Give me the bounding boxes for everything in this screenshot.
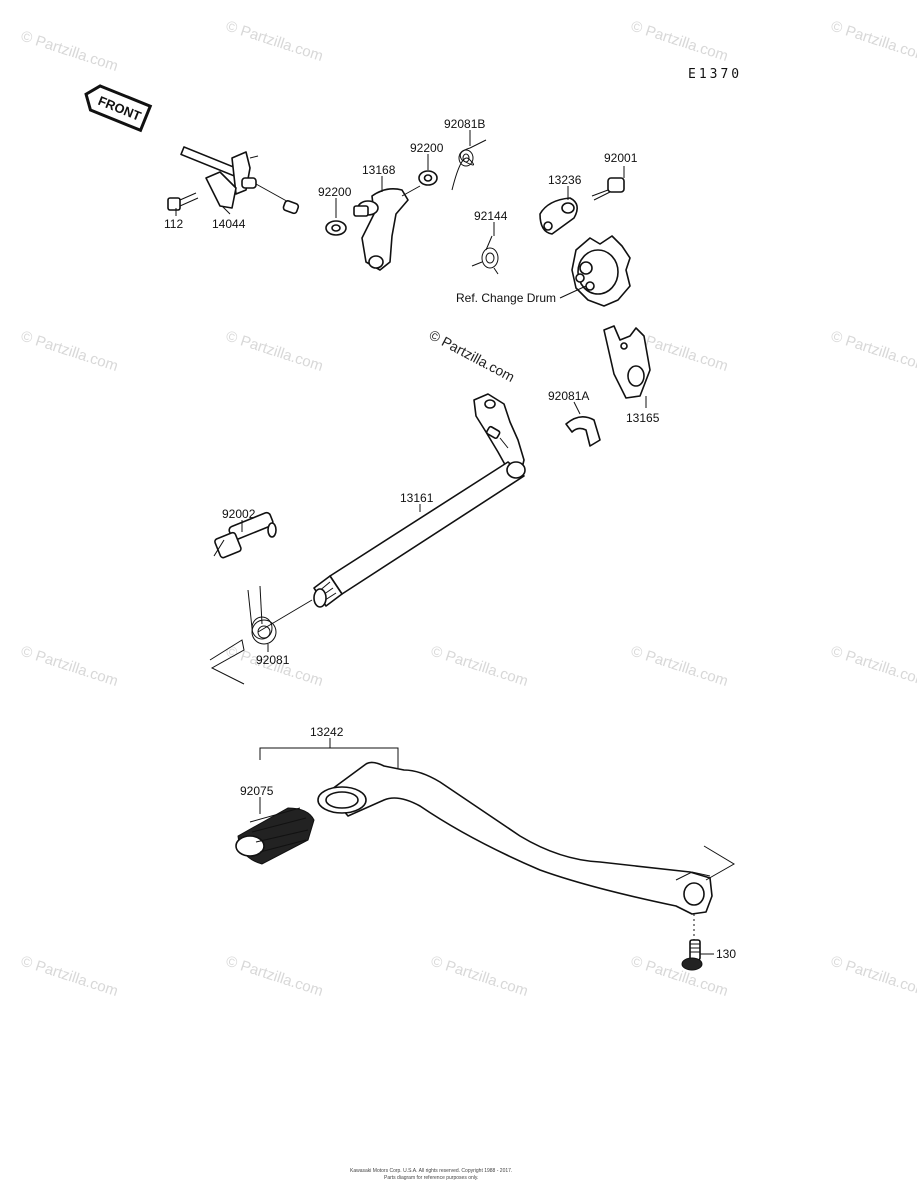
part-92001-bolt	[591, 177, 625, 201]
part-13236-plate	[539, 197, 578, 235]
front-arrow: FRONT	[84, 84, 153, 133]
callout-92200-right: 92200	[410, 141, 444, 155]
watermark: © Partzilla.com	[629, 643, 730, 690]
callout-92075: 92075	[240, 784, 274, 798]
part-13242-shift-pedal	[317, 761, 735, 915]
watermark: © Partzilla.com	[829, 643, 917, 690]
callout-labels: 112 14044 92200 13168 92200 92081B 92001…	[164, 117, 736, 961]
footer-note: Parts diagram for reference purposes onl…	[384, 1175, 478, 1181]
callout-92200-left: 92200	[318, 185, 352, 199]
watermark: © Partzilla.com	[629, 953, 730, 1000]
part-130-bolt	[681, 914, 703, 971]
callout-14044: 14044	[212, 217, 246, 231]
part-92081-spring	[209, 585, 277, 685]
watermark: © Partzilla.com	[429, 643, 530, 690]
part-13161-shift-shaft	[257, 393, 526, 633]
part-92200-washer-left	[325, 220, 347, 236]
callout-ref-change-drum: Ref. Change Drum	[456, 291, 556, 305]
watermark: © Partzilla.com	[19, 643, 120, 690]
watermark-center: © Partzilla.com	[427, 327, 518, 385]
callout-92002: 92002	[222, 507, 256, 521]
callout-92081a: 92081A	[548, 389, 589, 403]
callout-13168: 13168	[362, 163, 396, 177]
callout-130: 130	[716, 947, 736, 961]
callout-92001: 92001	[604, 151, 638, 165]
part-92081b-spring	[451, 139, 487, 191]
callout-13242: 13242	[310, 725, 344, 739]
part-92144-spring	[471, 235, 499, 275]
part-92200-washer-right	[418, 170, 438, 186]
part-92002-pin	[213, 511, 277, 559]
watermark: © Partzilla.com	[429, 953, 530, 1000]
callout-13165: 13165	[626, 411, 660, 425]
part-92081a-clip	[565, 416, 601, 447]
change-drum-reference	[559, 235, 631, 307]
watermark: © Partzilla.com	[19, 28, 120, 75]
callout-92081: 92081	[256, 653, 290, 667]
callout-92144: 92144	[474, 209, 508, 223]
watermark: © Partzilla.com	[19, 953, 120, 1000]
callout-112: 112	[164, 217, 183, 231]
callout-13236: 13236	[548, 173, 582, 187]
leader-lines	[175, 130, 714, 955]
watermark: © Partzilla.com	[19, 328, 120, 375]
part-14044-linkage	[180, 146, 300, 215]
callout-92081b: 92081B	[444, 117, 485, 131]
watermark: © Partzilla.com	[224, 18, 325, 65]
watermark: © Partzilla.com	[829, 953, 917, 1000]
part-112-bolt	[167, 192, 199, 211]
watermark: © Partzilla.com	[224, 328, 325, 375]
footer-copyright: Kawasaki Motors Corp. U.S.A. All rights …	[350, 1168, 512, 1174]
watermark: © Partzilla.com	[829, 18, 917, 65]
watermark: © Partzilla.com	[224, 953, 325, 1000]
watermark: © Partzilla.com	[829, 328, 917, 375]
part-92075-rubber	[235, 807, 315, 865]
watermark: © Partzilla.com	[629, 18, 730, 65]
callout-13161: 13161	[400, 491, 434, 505]
part-13168-shift-arm	[353, 185, 421, 271]
part-13165-plate	[603, 325, 651, 399]
diagram-code: E1370	[688, 67, 742, 82]
